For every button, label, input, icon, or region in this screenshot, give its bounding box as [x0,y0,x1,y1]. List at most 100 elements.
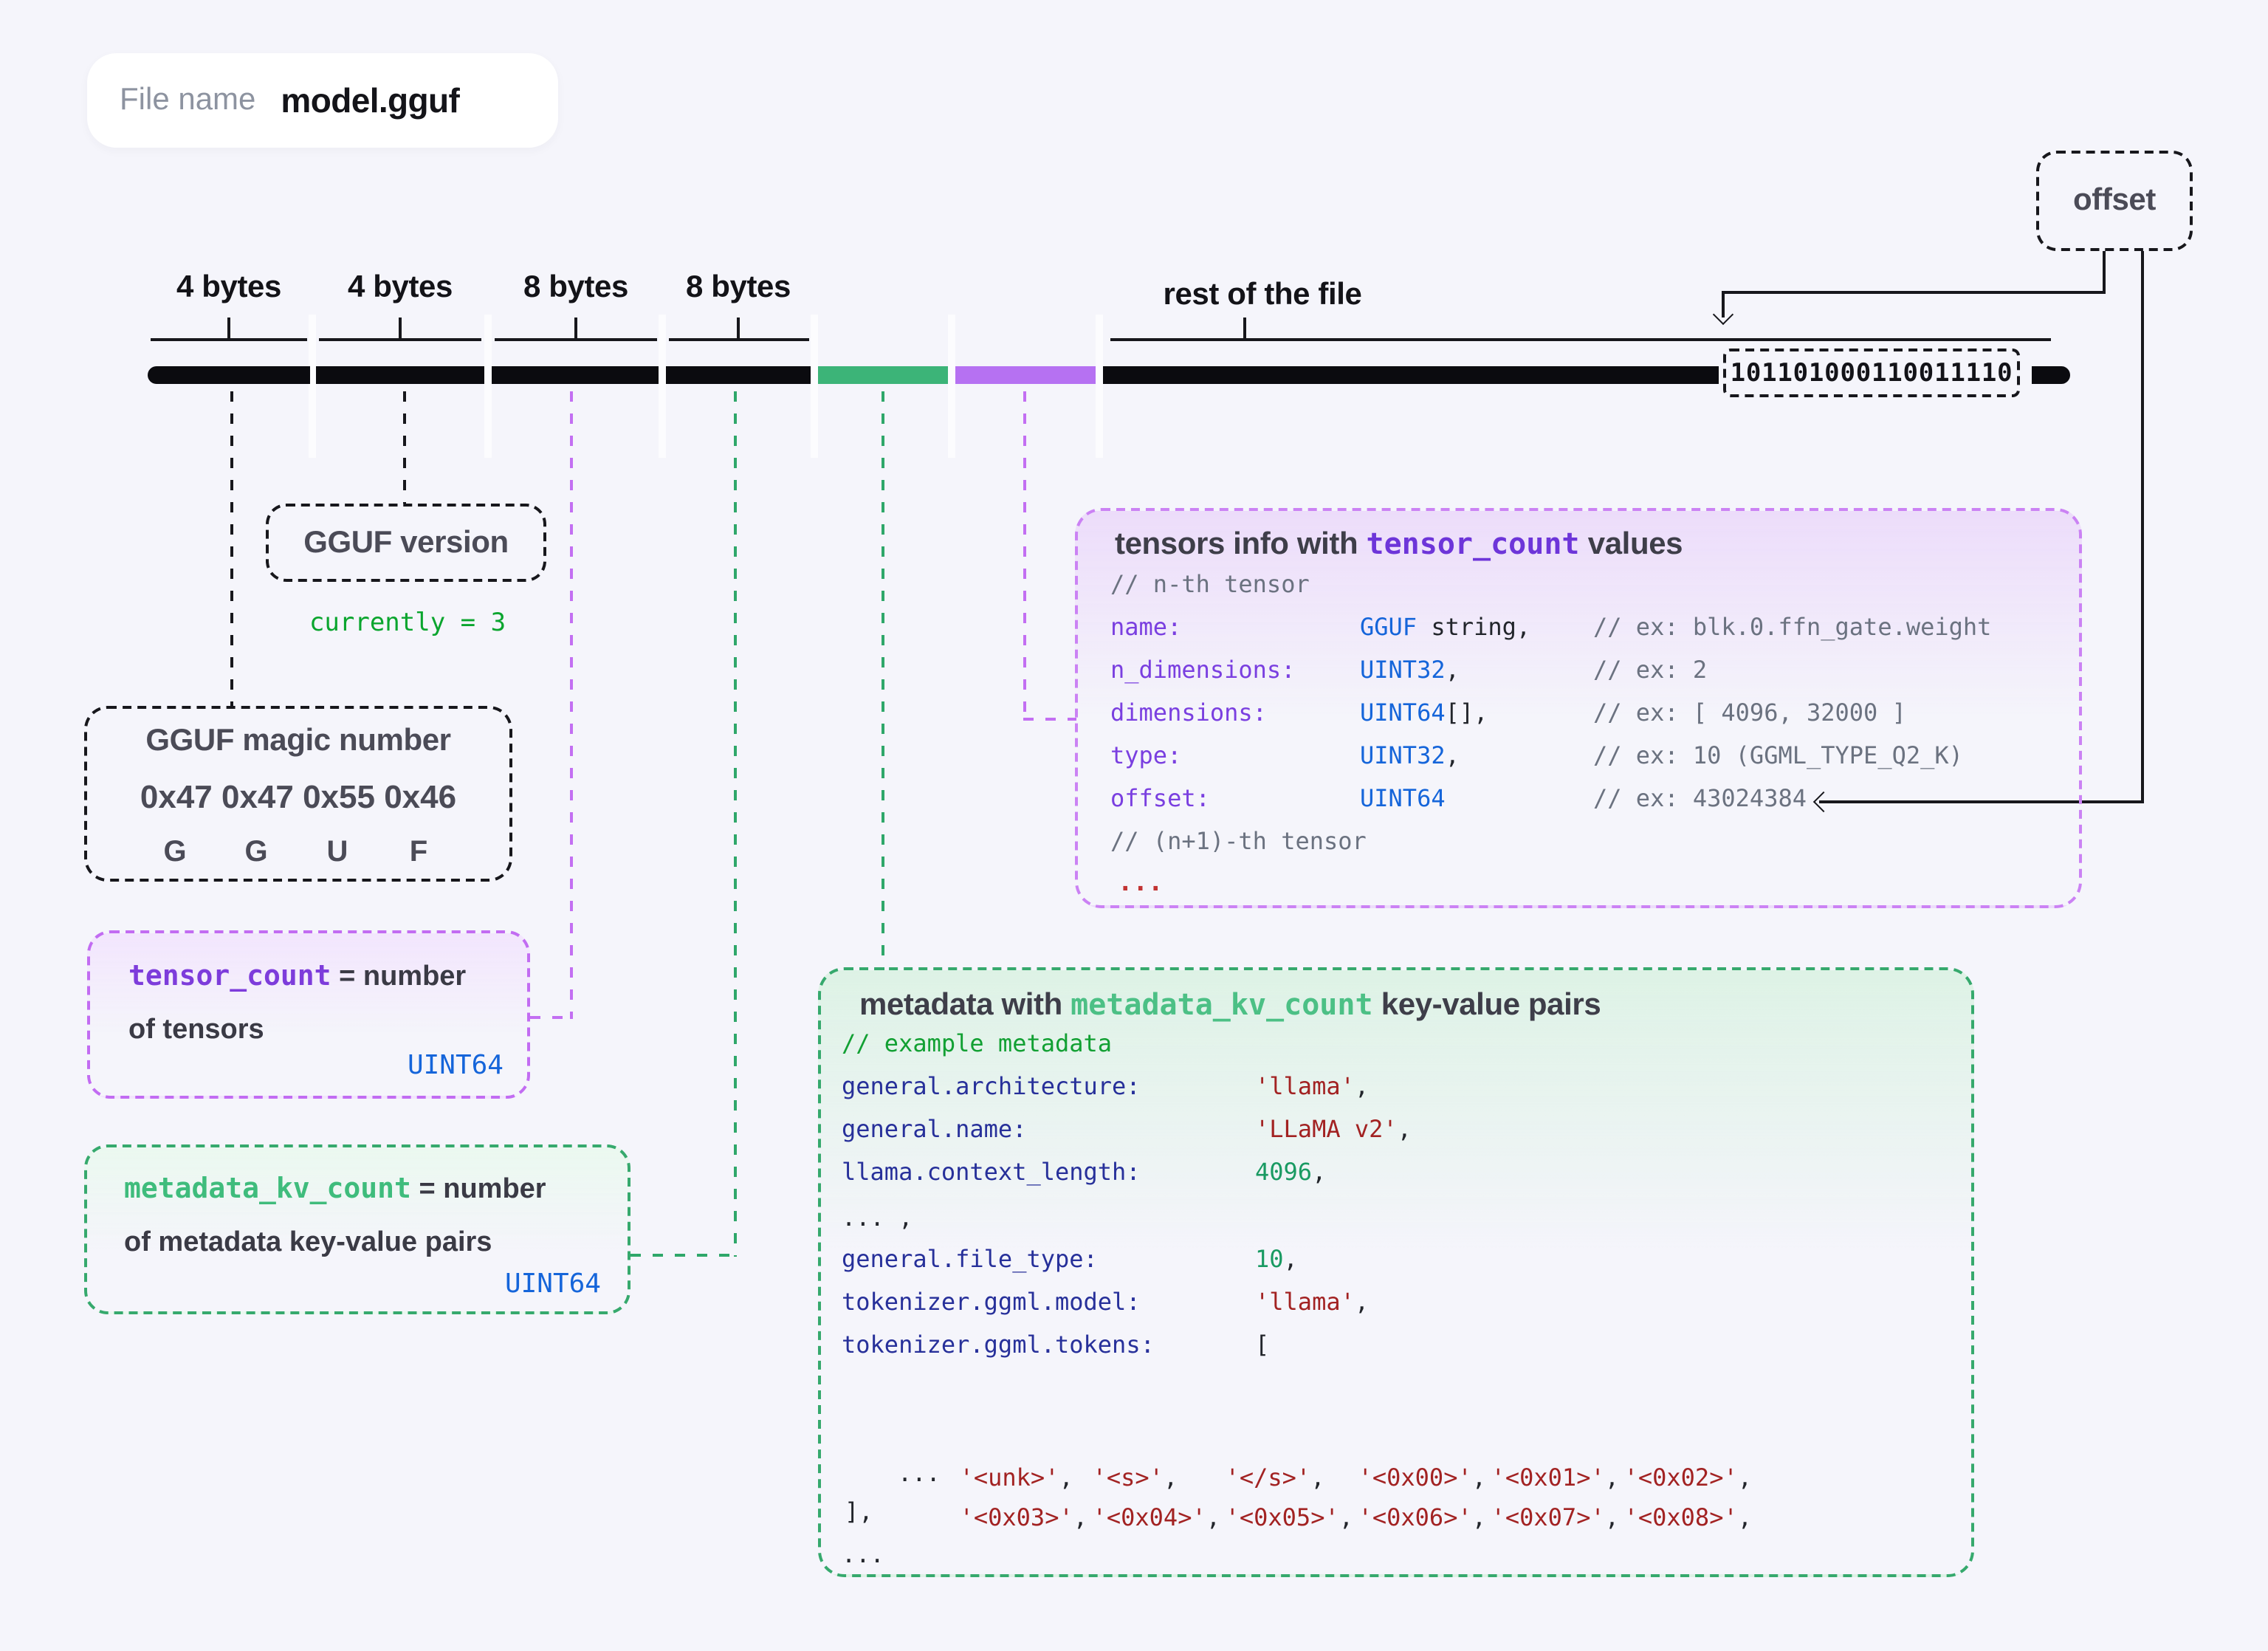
kv-value: 'llama' [1255,1288,1355,1316]
tokens-ellipsis: ... [898,1459,941,1487]
connector-metadata-kv [734,391,737,1257]
bar-segment-metadata-kv-count [666,366,811,384]
metadata-comment: // example metadata [842,1029,1113,1057]
kv-key: tokenizer.ggml.model: [842,1288,1141,1316]
token: '<0x03>' [959,1503,1073,1531]
metadata-kv-type: UINT64 [504,1269,601,1300]
byte-label-1: 4 bytes [176,270,281,304]
kv-punct: , [1397,1115,1412,1143]
field-punct: string, [1417,613,1531,641]
kv-punct: , [1354,1288,1370,1316]
field-punct: [], [1445,698,1488,727]
connector-tensors-box [1023,391,1026,721]
field-type: UINT64 [1360,698,1446,727]
offset-line1 [1722,291,1725,318]
field-comment: // ex: blk.0.ffn_gate.weight [1593,613,1992,641]
bar-segment-end [2032,366,2070,384]
token: '<0x06>' [1358,1503,1472,1531]
field-comment: // ex: 2 [1593,656,1708,684]
connector-metadata-kv-jog [630,1254,737,1257]
field-type: UINT32 [1360,741,1446,769]
gguf-magic-title: GGUF magic number [145,724,451,758]
gguf-magic-letters: G G U F [134,836,462,870]
tensors-info-title: tensors info with tensor_count values [1115,526,1683,563]
metadata-title: metadata with metadata_kv_count key-valu… [859,986,1601,1023]
bar-segment-tensors-info [955,366,1096,384]
tensor-field-row: dimensions: UINT64[], // ex: [ 4096, 320… [1110,698,1906,728]
gguf-magic-hex: 0x47 0x47 0x55 0x46 [140,778,457,815]
tensor-count-text2: of tensors [128,1015,264,1046]
magic-letter: G [244,836,268,868]
magic-letter: G [163,836,187,868]
field-punct: , [1445,656,1460,684]
token: '<unk>' [959,1463,1059,1492]
metadata-kv-count-box: metadata_kv_count = number of metadata k… [84,1144,630,1314]
tokens-close-bracket: ], [845,1497,873,1525]
bar-segment-version [316,366,484,384]
segment-gap [659,315,666,458]
metadata-kv-code: metadata_kv_count [124,1173,411,1205]
token: '</s>' [1225,1463,1311,1492]
offset-pointer-box: offset [2036,151,2193,251]
bracket-tick [737,318,740,340]
metadata-kv-row: general.architecture: 'llama', [842,1072,1369,1102]
byte-label-4: 8 bytes [686,270,791,304]
bracket-ruler [495,338,657,341]
metadata-kv-text: = number [410,1174,546,1205]
connector-tensor-count [570,391,573,1019]
field-punct: , [1445,741,1460,769]
tensor-count-box: tensor_count = number of tensors UINT64 [87,930,530,1099]
tensor-field-row: type: UINT32, // ex: 10 (GGML_TYPE_Q2_K) [1110,741,1963,771]
tensors-comment-top: // n-th tensor [1110,570,1310,598]
tensor-count-code: tensor_count [128,960,331,992]
title-text: key-value pairs [1372,988,1601,1022]
title-text: values [1579,527,1683,561]
bar-segment-tensor-count [492,366,659,384]
tensor-field-row: name: GGUF string, // ex: blk.0.ffn_gate… [1110,613,1991,642]
field-comment: // ex: [ 4096, 32000 ] [1593,698,1906,727]
metadata-box [818,967,1974,1577]
tensor-count-text: = number [331,961,467,992]
tensor-field-row: n_dimensions: UINT32, // ex: 2 [1110,656,1707,685]
connector-tensor-count-jog [530,1016,573,1019]
bracket-ruler [319,338,481,341]
segment-gap [484,315,492,458]
magic-letter: F [409,836,428,868]
segment-gap [309,315,316,458]
kv-key: tokenizer.ggml.tokens: [842,1331,1155,1359]
offset-line1 [1722,291,2106,294]
kv-key: general.file_type: [842,1245,1098,1273]
token: '<0x08>' [1623,1503,1738,1531]
title-text: tensors info with [1115,527,1367,561]
metadata-kv-row: llama.context_length: 4096, [842,1158,1326,1187]
tensors-comment-bottom: // (n+1)-th tensor [1110,827,1367,855]
field-comment: // ex: 10 (GGML_TYPE_Q2_K) [1593,741,1963,769]
file-name-label: File name [120,83,256,117]
magic-letter: U [326,836,348,868]
file-name-pill: File name model.gguf [87,53,558,148]
connector-tensors-box-jog [1023,718,1076,721]
file-name-value: model.gguf [281,80,460,119]
segment-gap [811,315,818,458]
offset-line1 [2103,251,2106,292]
token: '<0x02>' [1623,1463,1738,1492]
field-key: offset: [1110,784,1210,812]
kv-key: llama.context_length: [842,1158,1141,1186]
kv-punct: , [1283,1245,1298,1273]
field-type: UINT32 [1360,656,1446,684]
tensor-field-row: offset: UINT64 // ex: 43024384 [1110,784,1807,814]
kv-value: 4096 [1255,1158,1313,1186]
metadata-kv-row: general.file_type: 10, [842,1245,1298,1274]
kv-key: general.name: [842,1115,1027,1143]
token: '<0x07>' [1491,1503,1605,1531]
bar-segment-rest [1103,366,1719,384]
token: '<0x00>' [1358,1463,1472,1492]
bracket-tick [227,318,230,340]
bracket-ruler [669,338,809,341]
bracket-tick [399,318,402,340]
metadata-kv-row: general.name: 'LLaMA v2', [842,1115,1412,1144]
field-key: name: [1110,613,1182,641]
bracket-ruler [1110,338,2051,341]
field-key: type: [1110,741,1182,769]
